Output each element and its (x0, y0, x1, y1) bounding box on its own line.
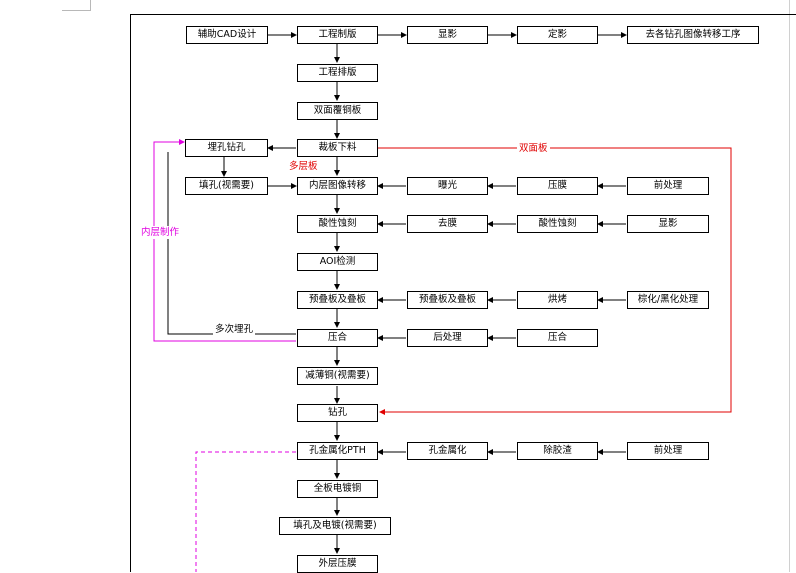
node-thin-copper: 减薄铜(视需要) (297, 367, 378, 385)
node-bake: 烘烤 (517, 291, 598, 309)
node-pretreat-2: 前处理 (627, 442, 709, 460)
diagram-left-border (130, 14, 131, 572)
label-double-sided: 双面板 (517, 142, 550, 155)
node-outer-film: 外层压膜 (297, 555, 378, 573)
label-multi-buried: 多次埋孔 (213, 323, 256, 336)
node-develop-2: 显影 (627, 215, 709, 233)
node-fix: 定影 (517, 26, 598, 44)
node-press-2: 压合 (517, 329, 598, 347)
node-pretreat-1: 前处理 (627, 177, 709, 195)
node-posttreat: 后处理 (407, 329, 488, 347)
inner-layer-loop (153, 139, 296, 342)
node-press: 压合 (297, 329, 378, 347)
node-aoi: AOI检测 (297, 253, 378, 271)
node-prestack: 预叠板及叠板 (297, 291, 378, 309)
node-fill: 填孔(视需要) (185, 177, 268, 195)
node-drill: 钻孔 (297, 404, 378, 422)
double-sided-path (378, 147, 732, 415)
page-corner-mark (62, 0, 91, 11)
node-metallize: 孔金属化 (407, 442, 488, 460)
node-pth: 孔金属化PTH (297, 442, 378, 460)
node-inner-image: 内层图像转移 (297, 177, 378, 195)
node-photoplot: 工程制版 (297, 26, 378, 44)
label-multilayer: 多层板 (287, 160, 320, 173)
node-strip: 去膜 (407, 215, 488, 233)
node-cut: 裁板下料 (297, 139, 378, 157)
node-laminate-film: 压膜 (517, 177, 598, 195)
node-acid-etch: 酸性蚀刻 (297, 215, 378, 233)
node-oxide: 棕化/黑化处理 (627, 291, 709, 309)
node-develop: 显影 (407, 26, 488, 44)
node-prepress: 工程排版 (297, 64, 378, 82)
node-acid-etch-2: 酸性蚀刻 (517, 215, 598, 233)
node-panel-plate: 全板电镀铜 (297, 480, 378, 498)
node-fill-plate: 填孔及电镀(视需要) (279, 517, 391, 535)
diagram-top-border (130, 14, 796, 15)
label-inner-layer: 内层制作 (139, 226, 182, 239)
node-expose: 曝光 (407, 177, 488, 195)
node-ccl: 双面覆铜板 (297, 102, 378, 120)
node-prestack-2: 预叠板及叠板 (407, 291, 488, 309)
dashed-branch (195, 451, 296, 572)
node-desmear: 除胶渣 (517, 442, 598, 460)
page-edge (789, 0, 790, 572)
node-buried-drill: 埋孔钻孔 (185, 139, 268, 157)
node-transfer: 去各钻孔图像转移工序 (627, 26, 759, 44)
node-cad: 辅助CAD设计 (186, 26, 268, 44)
